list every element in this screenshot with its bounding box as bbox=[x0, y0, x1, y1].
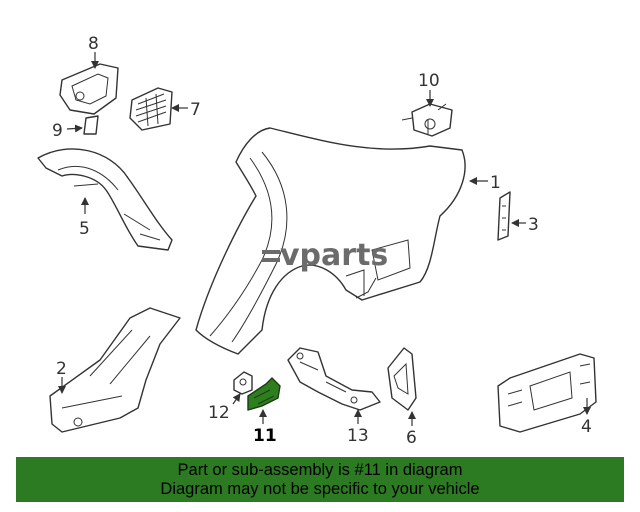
callout-7[interactable]: 7 bbox=[190, 100, 201, 120]
callout-1[interactable]: 1 bbox=[490, 173, 501, 193]
part-3-bracket[interactable] bbox=[497, 191, 511, 241]
banner-line-2: Diagram may not be specific to your vehi… bbox=[160, 480, 480, 498]
callout-4[interactable]: 4 bbox=[581, 417, 592, 437]
leader-12 bbox=[232, 393, 241, 405]
part-7-vent-grille[interactable] bbox=[129, 87, 173, 131]
part-8-fuel-door-housing[interactable] bbox=[59, 63, 119, 115]
leader-9 bbox=[66, 124, 83, 133]
parts-diagram: 8 9 7 5 10 1 3 bbox=[37, 34, 597, 448]
part-5-wheelhouse-liner[interactable] bbox=[37, 148, 173, 251]
callout-6[interactable]: 6 bbox=[406, 428, 417, 448]
callout-8[interactable]: 8 bbox=[88, 34, 99, 54]
part-12-nut[interactable] bbox=[233, 371, 253, 395]
banner-line-1: Part or sub-assembly is #11 in diagram bbox=[177, 461, 463, 479]
brand-watermark: vparts bbox=[262, 238, 388, 273]
callout-11[interactable]: 11 bbox=[253, 426, 277, 446]
callout-2[interactable]: 2 bbox=[56, 359, 67, 379]
callout-12[interactable]: 12 bbox=[208, 403, 230, 423]
brand-mark-icon bbox=[262, 250, 280, 262]
part-10-actuator[interactable] bbox=[401, 103, 453, 137]
part-6-fuel-door-panel[interactable] bbox=[387, 347, 417, 411]
part-13-mounting-bracket[interactable] bbox=[287, 347, 381, 411]
part-11-bracket-highlighted[interactable] bbox=[247, 377, 281, 411]
info-banner: Part or sub-assembly is #11 in diagram D… bbox=[16, 457, 624, 502]
callout-3[interactable]: 3 bbox=[528, 215, 539, 235]
part-2-rocker-extension[interactable] bbox=[49, 307, 181, 433]
part-1-quarter-panel[interactable] bbox=[195, 127, 466, 355]
callout-10[interactable]: 10 bbox=[418, 71, 440, 91]
brand-name: vparts bbox=[280, 238, 388, 273]
callout-5[interactable]: 5 bbox=[79, 219, 90, 239]
part-9-clip[interactable] bbox=[83, 115, 99, 135]
callout-9[interactable]: 9 bbox=[52, 121, 63, 141]
part-4-inner-panel[interactable] bbox=[497, 353, 597, 433]
callout-13[interactable]: 13 bbox=[347, 426, 369, 446]
